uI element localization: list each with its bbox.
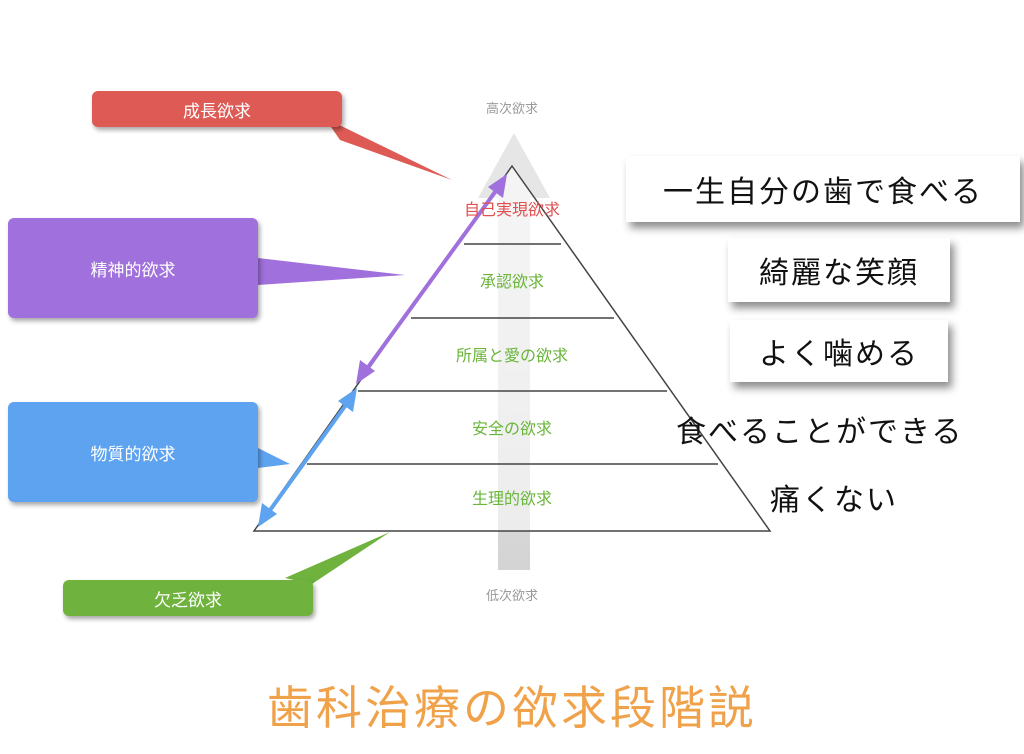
callout-material: 物質的欲求	[8, 402, 258, 502]
goal-beautiful-smile: 綺麗な笑顔	[728, 238, 950, 302]
goal-no-pain: 痛くない	[770, 483, 898, 518]
material-pointer	[258, 448, 290, 468]
goal-chew-well: よく噛める	[730, 320, 948, 382]
goal-lifelong-own-teeth: 一生自分の歯で食べる	[626, 156, 1020, 222]
axis-bottom-label: 低次欲求	[486, 588, 538, 604]
callout-spiritual: 精神的欲求	[8, 218, 258, 318]
level-safety: 安全の欲求	[472, 419, 552, 438]
level-physiological: 生理的欲求	[472, 489, 552, 508]
spiritual-range-arrow	[356, 174, 507, 384]
spiritual-pointer	[258, 258, 405, 285]
deficiency-pointer	[285, 532, 390, 584]
material-range-arrow	[258, 388, 357, 527]
diagram-caption: 歯科治療の欲求段階説	[267, 681, 757, 735]
axis-top-label: 高次欲求	[486, 101, 538, 117]
callout-growth: 成長欲求	[92, 91, 342, 127]
level-esteem: 承認欲求	[480, 272, 544, 291]
growth-pointer	[325, 118, 452, 180]
goal-able-to-eat: 食べることができる	[676, 415, 964, 450]
level-self-actualization: 自己実現欲求	[464, 200, 560, 219]
callout-deficiency: 欠乏欲求	[63, 580, 313, 616]
level-belonging: 所属と愛の欲求	[456, 346, 568, 365]
